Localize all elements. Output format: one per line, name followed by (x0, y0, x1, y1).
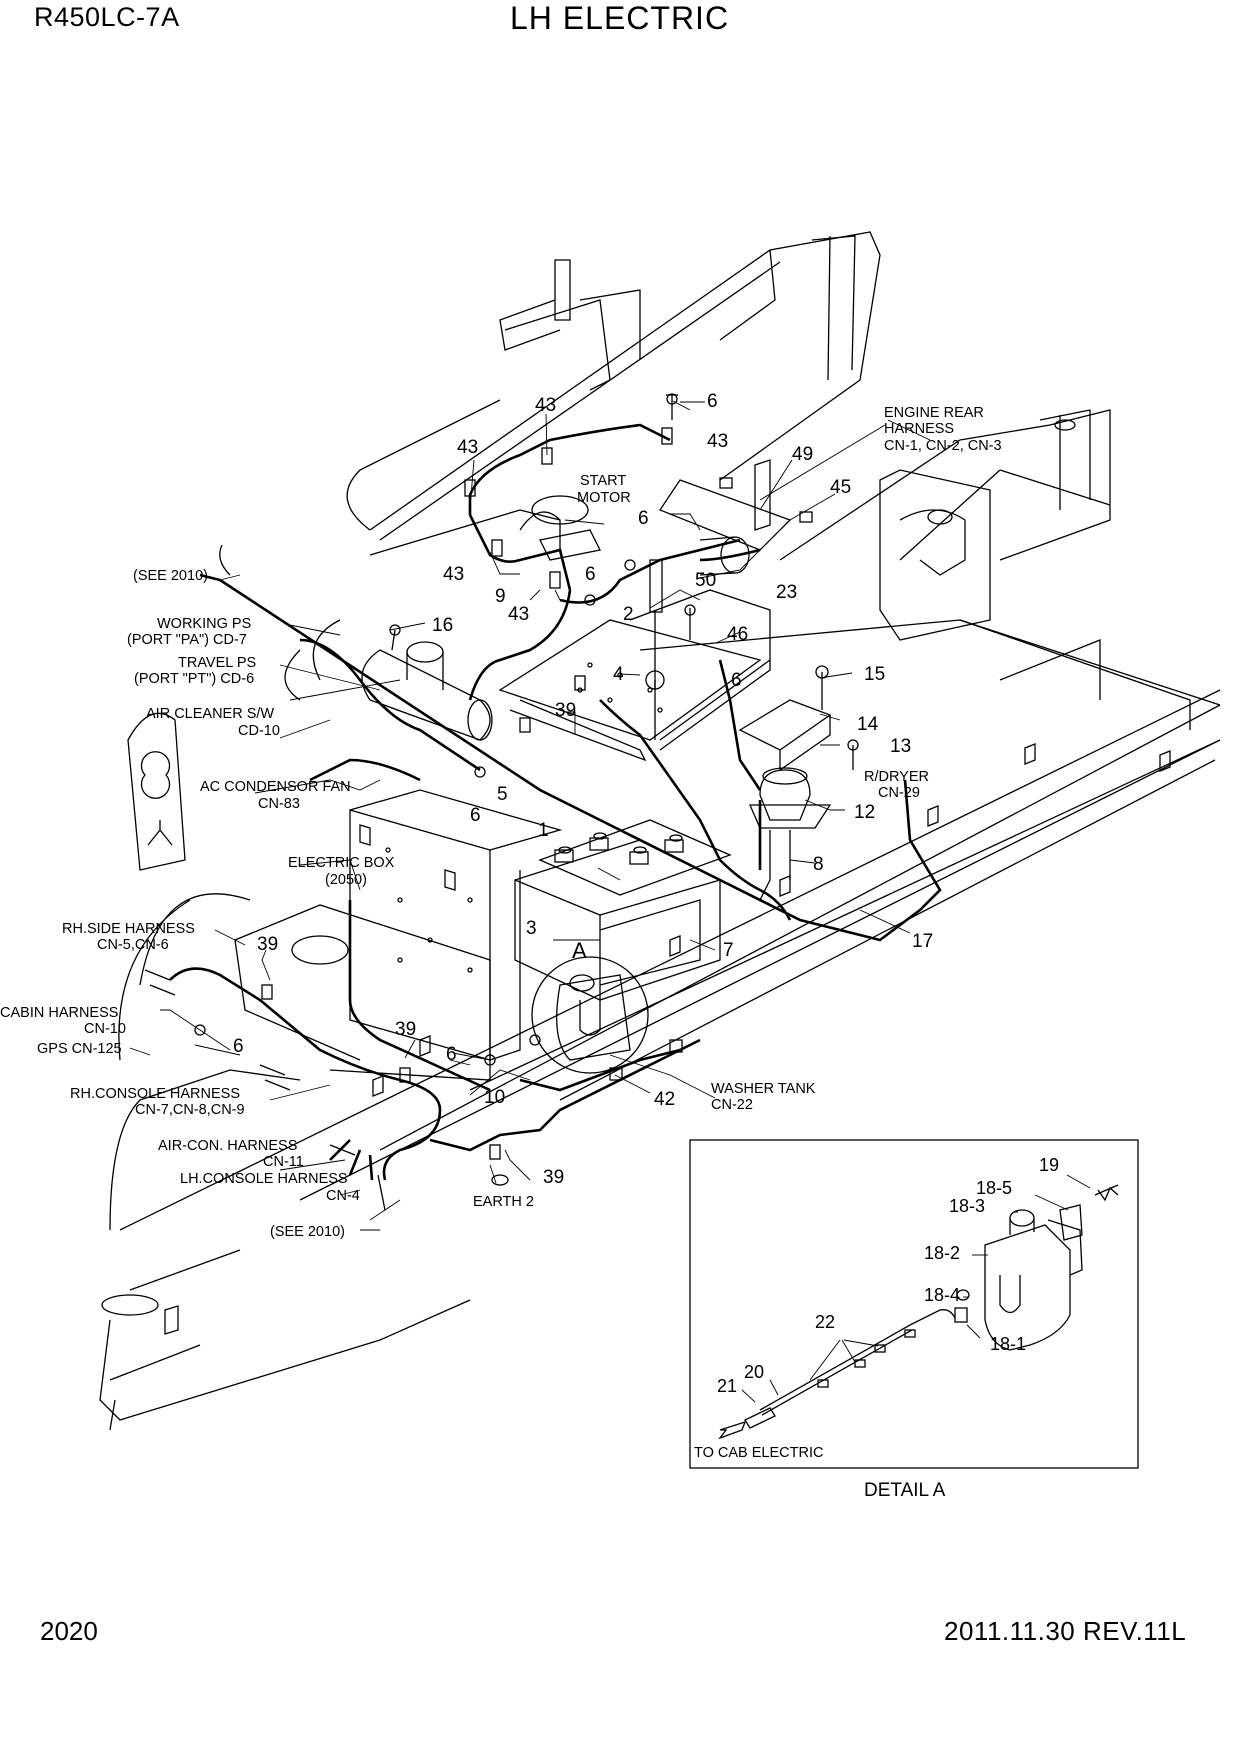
diagram-label: WASHER TANK (711, 1081, 816, 1097)
callout-43: 43 (457, 437, 478, 458)
callout-10: 10 (484, 1087, 505, 1108)
callout-39: 39 (555, 700, 576, 721)
diagram-label: (PORT "PT") CD-6 (134, 671, 254, 687)
diagram-label: LH.CONSOLE HARNESS (180, 1171, 348, 1187)
diagram-label: CN-83 (258, 796, 300, 812)
page-number: 2020 (40, 1616, 98, 1646)
diagram-label: CN-5,CN-6 (97, 937, 169, 953)
callout-5: 5 (497, 784, 508, 805)
detail-a-frame (689, 1139, 1139, 1469)
callout-43: 43 (535, 395, 556, 416)
diagram-label: 18-2 (924, 1243, 960, 1263)
detail-a-panel: 19 18-5 18-3 18-2 18-4 18-1 22 20 21 TO … (689, 1139, 1139, 1501)
diagram-label: AIR-CON. HARNESS (158, 1138, 297, 1154)
callout-2: 2 (623, 604, 634, 625)
diagram-label: 18-5 (976, 1178, 1012, 1198)
callout-6: 6 (446, 1044, 457, 1065)
callout-6: 6 (585, 564, 596, 585)
detail-a-title: DETAIL A (864, 1480, 946, 1501)
diagram-label: CN-1, CN-2, CN-3 (884, 438, 1002, 454)
callout-16: 16 (432, 615, 453, 636)
page-title: LH ELECTRIC (510, 0, 730, 36)
diagram-label: (SEE 2010) (270, 1224, 345, 1240)
diagram-label: ENGINE REAR (884, 405, 984, 421)
callout-17: 17 (912, 931, 933, 952)
leader-lines (129, 400, 931, 1231)
callout-45: 45 (830, 477, 851, 498)
diagram-label: ELECTRIC BOX (288, 855, 395, 871)
callout-39: 39 (395, 1019, 416, 1040)
callout-42: 42 (654, 1089, 675, 1110)
callout-3: 3 (526, 918, 537, 939)
callout-6: 6 (233, 1036, 244, 1057)
diagram-label: CD-10 (238, 723, 280, 739)
diagram-label: GPS CN-125 (37, 1041, 122, 1057)
diagram-label: (PORT "PA") CD-7 (127, 632, 247, 648)
callout-43: 43 (707, 431, 728, 452)
diagram-label: 21 (717, 1376, 737, 1396)
diagram-label: R/DRYER (864, 769, 929, 785)
diagram-label: CN-7,CN-8,CN-9 (135, 1102, 245, 1118)
diagram-label: AIR CLEANER S/W (146, 706, 274, 722)
diagram-label: (SEE 2010) (133, 568, 208, 584)
diagram-label: 22 (815, 1312, 835, 1332)
diagram-label: CN-22 (711, 1097, 753, 1113)
diagram-label: WORKING PS (157, 616, 251, 632)
callout-39: 39 (543, 1167, 564, 1188)
diagram-label: 18-4 (924, 1285, 960, 1305)
callout-13: 13 (890, 736, 911, 757)
diagram-label: 20 (744, 1362, 764, 1382)
harness-labels: START MOTOR ENGINE REAR HARNESS CN-1, CN… (0, 405, 1002, 1240)
callout-1: 1 (538, 820, 549, 841)
upper-frame-structure (99, 231, 1221, 1431)
diagram-label: RH.SIDE HARNESS (62, 921, 195, 937)
callout-6: 6 (638, 508, 649, 529)
callout-43: 43 (508, 604, 529, 625)
callout-49: 49 (792, 444, 813, 465)
diagram-label: CN-10 (84, 1021, 126, 1037)
diagram-label: (2050) (325, 872, 367, 888)
diagram-label: EARTH 2 (473, 1194, 534, 1210)
callout-6: 6 (707, 391, 718, 412)
callout-39: 39 (257, 934, 278, 955)
model-code: R450LC-7A (34, 2, 180, 32)
callout-6: 6 (731, 670, 742, 691)
diagram-label: TRAVEL PS (178, 655, 256, 671)
diagram-label: CN-29 (878, 785, 920, 801)
diagram-label: 19 (1039, 1155, 1059, 1175)
callout-50: 50 (695, 570, 716, 591)
detail-a-marker: A (572, 938, 587, 963)
wiring-harness (169, 423, 942, 1181)
part-number-callouts: 43 43 43 43 43 6 6 6 6 6 6 6 49 45 50 23… (233, 391, 933, 1188)
diagram-label: START (580, 473, 626, 489)
callout-8: 8 (813, 854, 824, 875)
callout-23: 23 (776, 582, 797, 603)
diagram-label: 18-3 (949, 1196, 985, 1216)
callout-9: 9 (495, 586, 506, 607)
callout-43: 43 (443, 564, 464, 585)
diagram-label: CN-11 (263, 1154, 304, 1170)
clips-and-bolts (144, 393, 859, 1211)
revision-date: 2011.11.30 REV.11L (944, 1616, 1187, 1646)
callout-4: 4 (613, 664, 624, 685)
diagram-label: AC CONDENSOR FAN (200, 779, 351, 795)
diagram-label: 18-1 (990, 1334, 1026, 1354)
diagram-label: TO CAB ELECTRIC (694, 1445, 823, 1461)
callout-7: 7 (723, 940, 734, 961)
callout-14: 14 (857, 714, 879, 735)
callout-12: 12 (854, 802, 875, 823)
battery-and-box-structure (234, 459, 832, 1081)
diagram-label: CABIN HARNESS (0, 1005, 118, 1021)
diagram-label: HARNESS (884, 421, 954, 437)
diagram-label: RH.CONSOLE HARNESS (70, 1086, 240, 1102)
diagram-label: MOTOR (577, 490, 631, 506)
callout-46: 46 (727, 624, 748, 645)
callout-6: 6 (470, 805, 481, 826)
callout-15: 15 (864, 664, 885, 685)
diagram-label: CN-4 (326, 1188, 360, 1204)
